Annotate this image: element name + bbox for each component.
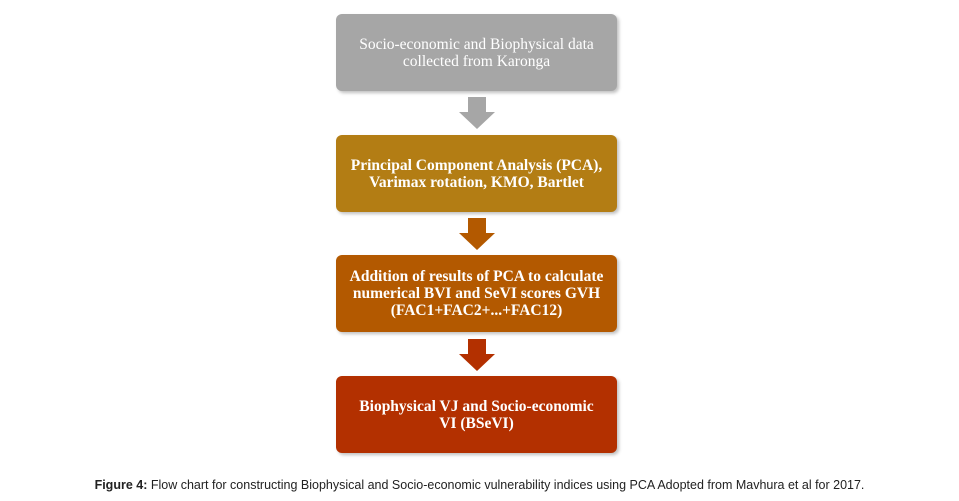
figure-caption-text: Flow chart for constructing Biophysical … [147, 478, 865, 492]
flow-step-3-box: Addition of results of PCA to calculate … [336, 255, 617, 332]
flow-step-2-line-2: Varimax rotation, KMO, Bartlet [369, 173, 584, 191]
arrow-1-shape [459, 97, 495, 129]
arrow-3-shape [459, 339, 495, 371]
flow-step-1-box: Socio-economic and Biophysical data coll… [336, 14, 617, 91]
flow-step-4-line-1: Biophysical VJ and Socio-economic [359, 397, 594, 415]
flow-step-1-line-1: Socio-economic and Biophysical data [359, 35, 594, 53]
down-arrow-icon [459, 97, 495, 129]
figure-caption: Figure 4: Flow chart for constructing Bi… [0, 478, 959, 492]
flow-step-1-line-2: collected from Karonga [402, 52, 551, 70]
down-arrow-icon [459, 339, 495, 371]
flow-step-4-line-2: VI (BSeVI) [439, 414, 514, 432]
flow-step-4-box: Biophysical VJ and Socio-economic VI (BS… [336, 376, 617, 453]
flow-step-3-line-2: numerical BVI and SeVI scores GVH [352, 285, 601, 302]
down-arrow-icon [459, 218, 495, 250]
flow-step-2-box: Principal Component Analysis (PCA), Vari… [336, 135, 617, 212]
figure-caption-label: Figure 4: [94, 478, 148, 492]
arrow-2-shape [459, 218, 495, 250]
flow-step-3-line-1: Addition of results of PCA to calculate [349, 268, 604, 285]
flow-step-3-line-3: (FAC1+FAC2+...+FAC12) [390, 302, 563, 319]
flow-step-2-line-1: Principal Component Analysis (PCA), [350, 156, 603, 174]
